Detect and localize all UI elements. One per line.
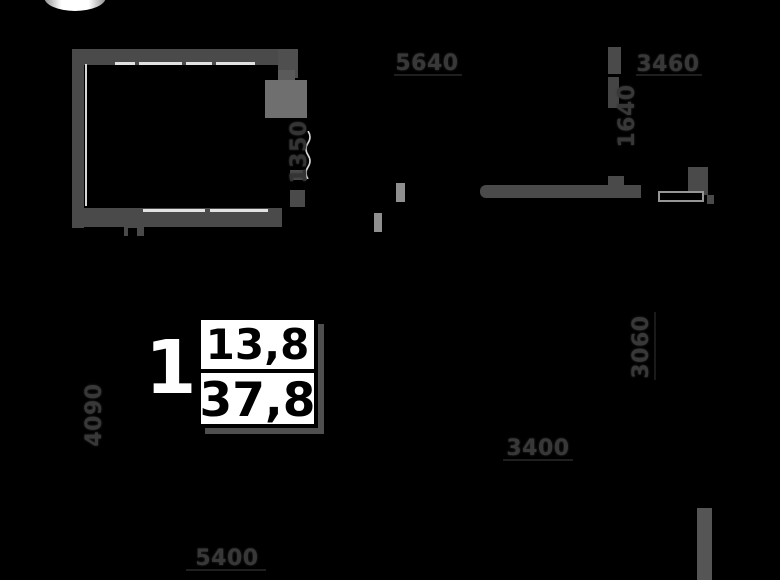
- dim-label-inner-width: 3400: [506, 436, 570, 461]
- dim-line-bottom: [186, 569, 266, 571]
- balcony-block: [265, 80, 307, 118]
- dim-line-top: [394, 74, 462, 76]
- wall-tick: [396, 183, 405, 202]
- right-top-wall: [608, 77, 619, 108]
- window-top-segment: [186, 62, 212, 65]
- room-right-wall-piece: [290, 170, 307, 180]
- entry-side-block: [688, 167, 708, 195]
- window-top-segment: [216, 62, 255, 65]
- right-top-wall: [608, 47, 621, 74]
- dim-label-balcony: 1350: [287, 120, 312, 184]
- dim-label-right-middle: 3060: [629, 315, 654, 379]
- rooms-count-label: 1: [145, 325, 197, 411]
- total-area-value: 37,8: [199, 373, 316, 428]
- logo-ellipse-icon: [44, 0, 106, 11]
- room-top-wall: [72, 49, 280, 65]
- entry-wall: [480, 185, 641, 198]
- wall-tick: [374, 213, 382, 232]
- door-frame-icon: [658, 191, 704, 202]
- window-bottom-segment: [143, 209, 205, 212]
- window-bottom-segment: [210, 209, 268, 212]
- dim-line-right-middle: [654, 312, 656, 380]
- area-box: 13,8 37,8: [197, 316, 318, 428]
- balcony-step: [278, 70, 295, 80]
- dim-line-top-right: [636, 74, 702, 76]
- bottom-right-wall: [697, 508, 712, 580]
- dim-label-bottom: 5400: [195, 546, 259, 571]
- living-area-value: 13,8: [201, 320, 314, 373]
- entry-wall-bump: [608, 176, 624, 186]
- room-left-wall: [72, 49, 84, 228]
- dim-label-left: 4090: [82, 383, 107, 447]
- window-top-segment: [139, 62, 182, 65]
- dim-line-inner-width: [503, 459, 573, 461]
- dim-label-top-right: 3460: [636, 52, 700, 77]
- entry-side-piece: [707, 195, 714, 204]
- room-bottom-tab-notch: [128, 228, 137, 236]
- dim-label-top: 5640: [395, 51, 459, 76]
- room-inner-outline: [85, 64, 87, 206]
- room-bottom-wall: [72, 208, 282, 227]
- dim-label-right-upper: 1640: [615, 84, 640, 148]
- window-top-segment: [115, 62, 135, 65]
- room-right-wall-piece: [290, 190, 305, 207]
- window-wave-icon: [305, 131, 311, 179]
